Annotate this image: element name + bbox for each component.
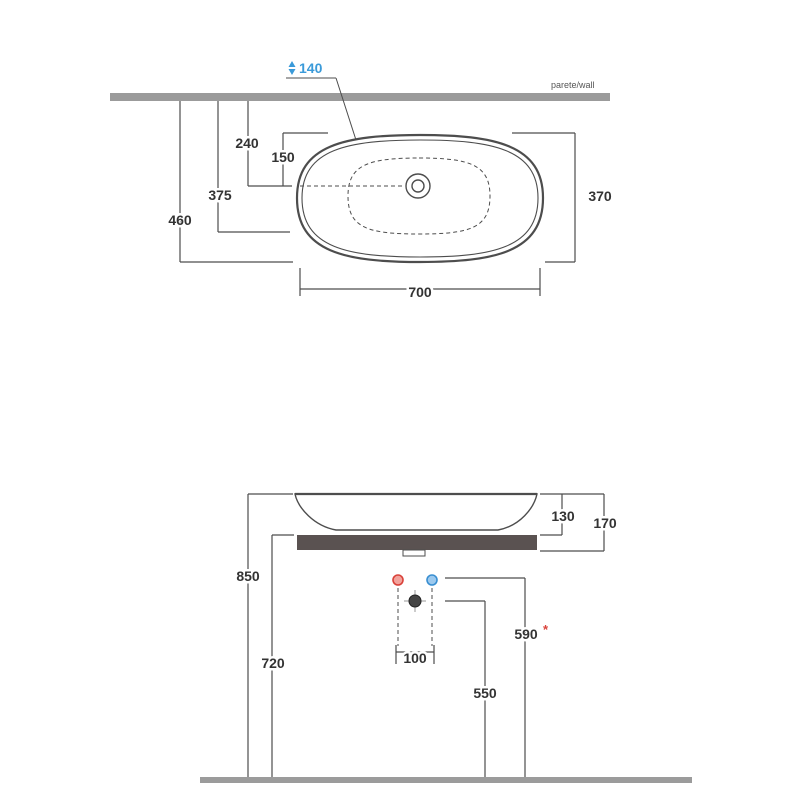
floor-bar <box>200 777 692 783</box>
dim-170: 170 <box>540 494 619 552</box>
wall-bar <box>110 93 610 101</box>
dim-460: 460 <box>166 101 293 263</box>
countertop <box>297 535 537 550</box>
up-down-arrow-icon <box>288 61 296 75</box>
dim-100-label: 100 <box>403 650 427 666</box>
dim-150: 150 <box>269 132 328 186</box>
dim-590-note-mark: * <box>543 622 549 637</box>
dim-460-label: 460 <box>168 212 192 228</box>
basin-profile <box>294 493 538 531</box>
basin-bowl-dashed <box>347 157 491 235</box>
dim-375-label: 375 <box>208 187 232 203</box>
dim-700-label: 700 <box>408 284 432 300</box>
dim-720-label: 720 <box>261 655 285 671</box>
dim-700: 700 <box>299 268 541 303</box>
dim-850: 850 <box>234 493 293 778</box>
waste-pipe <box>402 549 426 557</box>
dim-240: 240 <box>233 101 405 187</box>
dim-170-label: 170 <box>593 515 617 531</box>
dim-130-label: 130 <box>551 508 575 524</box>
dim-720: 720 <box>259 534 294 778</box>
dim-150-label: 150 <box>271 149 295 165</box>
side-view: 850 720 130 170 <box>200 492 692 783</box>
hot-water-inlet-icon <box>392 574 404 586</box>
basin-inner-rim <box>301 139 539 258</box>
dim-240-label: 240 <box>235 135 259 151</box>
height-callout-leader <box>335 77 357 141</box>
dim-850-label: 850 <box>236 568 260 584</box>
dim-550-label: 550 <box>473 685 497 701</box>
dim-370: 370 <box>512 132 612 263</box>
height-value: 140 <box>299 60 323 76</box>
dim-130: 130 <box>540 493 604 536</box>
dim-550: 550 <box>445 600 499 778</box>
waste-outlet-icon <box>404 590 426 612</box>
wall-label: parete/wall <box>551 80 595 90</box>
dim-375: 375 <box>206 101 290 233</box>
dim-590-label: 590 <box>514 626 538 642</box>
dim-370-label: 370 <box>588 188 612 204</box>
dim-590: 590 * <box>445 577 549 778</box>
cold-water-inlet-icon <box>426 574 438 586</box>
top-view: parete/wall 140 240 150 <box>110 60 612 303</box>
drain-icon <box>405 173 431 199</box>
dim-100: 100 <box>395 645 435 669</box>
